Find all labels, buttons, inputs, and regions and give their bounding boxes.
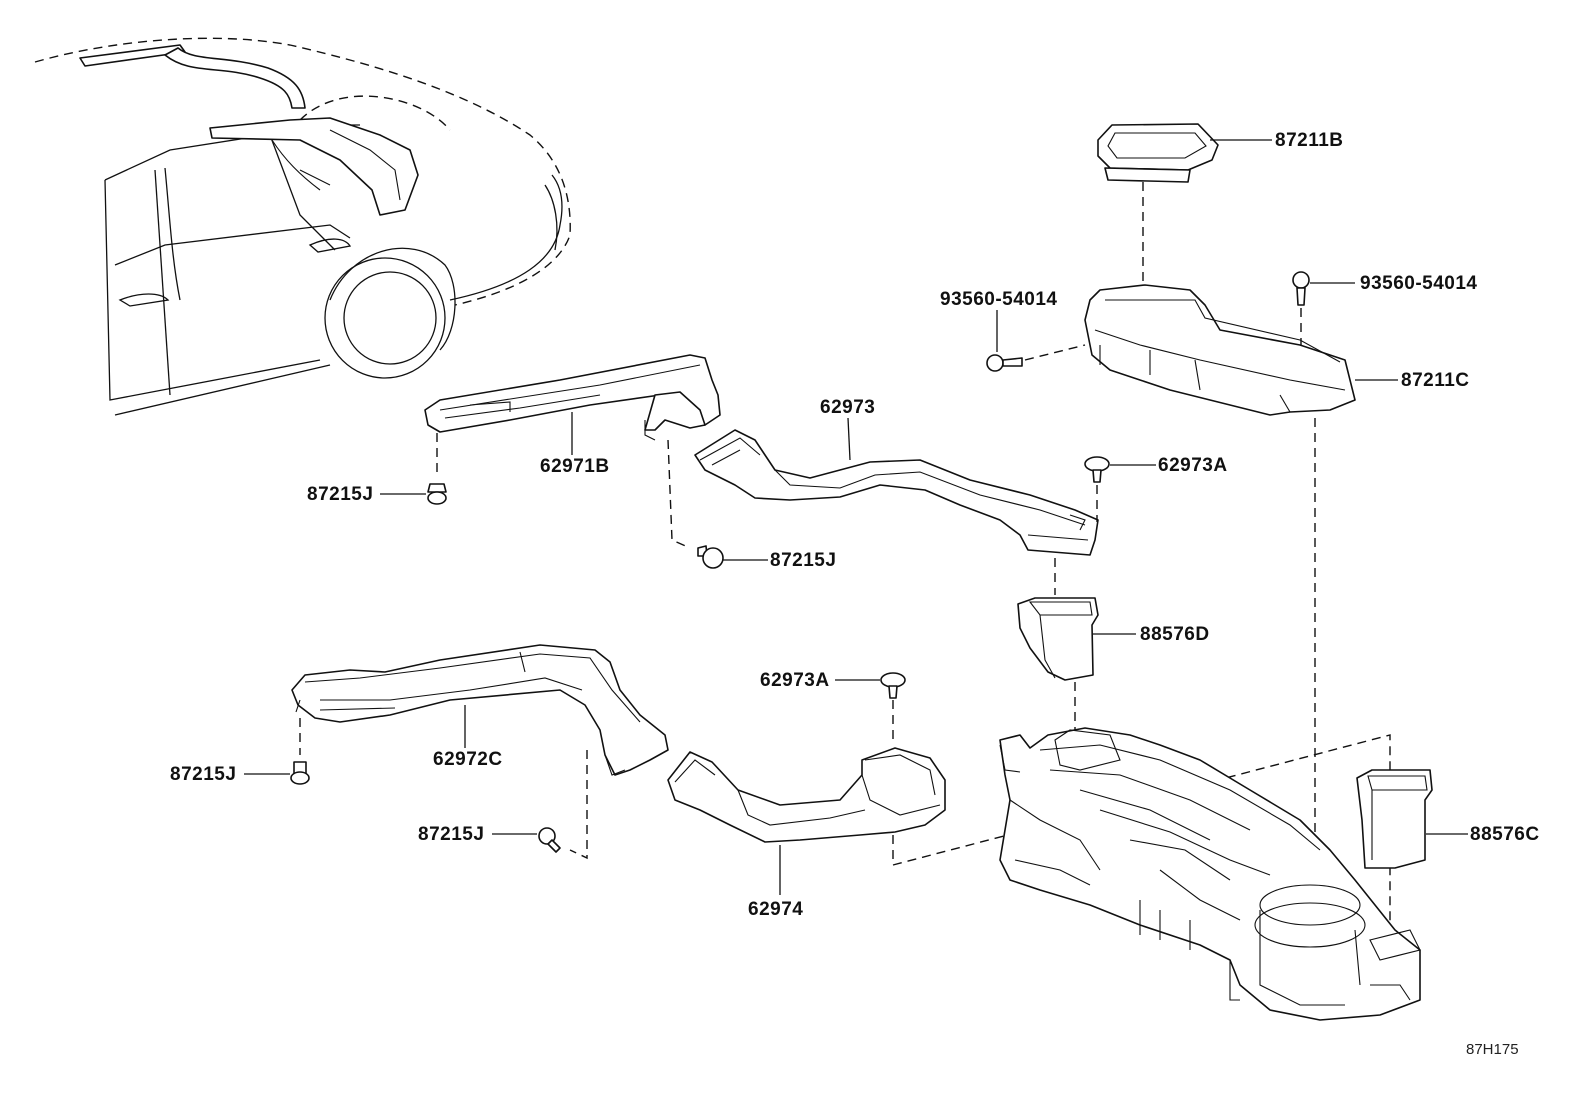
label-62972c: 62972C [433, 749, 503, 770]
label-62973a-mid: 62973A [760, 670, 830, 691]
hvac-unit [999, 727, 1421, 1021]
duct-62972c [291, 644, 669, 776]
vent-88576d [1017, 597, 1099, 681]
clip-87215j-1 [427, 483, 447, 505]
label-93560-left: 93560-54014 [940, 289, 1058, 310]
duct-62973 [694, 429, 1099, 556]
label-87215j-2: 87215J [770, 550, 836, 571]
label-87211c: 87211C [1401, 370, 1470, 391]
label-62973: 62973 [820, 397, 875, 418]
label-93560-right: 93560-54014 [1360, 273, 1478, 294]
clip-87215j-2 [697, 545, 724, 569]
label-88576d: 88576D [1140, 624, 1210, 645]
seal-87211b [1097, 123, 1219, 183]
label-87215j-1: 87215J [307, 484, 373, 505]
clip-62973a-top [1084, 456, 1110, 483]
label-88576c: 88576C [1470, 824, 1540, 845]
duct-87211c [1084, 284, 1356, 416]
clip-62973a-mid [880, 672, 906, 699]
label-62974: 62974 [748, 899, 803, 920]
duct-62971b [424, 354, 721, 441]
label-62971b: 62971B [540, 456, 610, 477]
label-62973a-top: 62973A [1158, 455, 1228, 476]
vehicle-overview-illustration [34, 37, 571, 416]
screw-93560-right [1292, 271, 1310, 306]
clip-87215j-3 [290, 761, 310, 785]
vent-88576c [1356, 769, 1433, 869]
diagram-reference-code: 87H175 [1466, 1041, 1519, 1058]
clip-87215j-4 [538, 827, 561, 853]
label-87215j-3: 87215J [170, 764, 236, 785]
label-87215j-4: 87215J [418, 824, 484, 845]
label-87211b: 87211B [1275, 130, 1344, 151]
duct-62974 [667, 747, 946, 843]
screw-93560-left [986, 354, 1023, 372]
